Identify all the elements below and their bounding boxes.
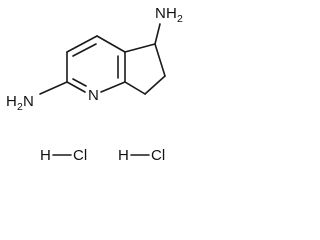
- hcl-salt-1: H Cl: [40, 147, 87, 164]
- double-bond-c4-c3: [72, 43, 97, 57]
- cyclopentane-ring: [124, 43, 166, 95]
- salt-1-cl-label: Cl: [73, 147, 87, 164]
- bond-c4a-c4: [96, 35, 126, 53]
- bond-c7-c7a: [124, 81, 146, 95]
- bond-c5-nh2: [154, 23, 161, 45]
- double-bond-c2-n1: [72, 78, 87, 87]
- amine-left-h-label: H: [6, 93, 17, 110]
- amine-group-top: N H 2: [155, 5, 183, 25]
- hcl-salt-2: H Cl: [118, 147, 165, 164]
- salt-2-cl-label: Cl: [151, 147, 165, 164]
- amine-top-n-label: N: [155, 5, 166, 22]
- salt-1-h-label: H: [40, 147, 51, 164]
- amine-group-left: H 2 N: [6, 93, 34, 113]
- chemical-structure: N H 2 H 2 N N H Cl H Cl: [6, 5, 183, 164]
- bond-n1-c7a: [100, 81, 126, 93]
- bond-c2-n1: [66, 81, 86, 93]
- bond-c2-nh2: [39, 81, 68, 95]
- salt-2-h-label: H: [118, 147, 129, 164]
- amine-left-n-label: N: [23, 93, 34, 110]
- bond-c4a-c5: [124, 43, 156, 53]
- ring-nitrogen-label: N: [88, 87, 99, 104]
- amine-top-h-subscript: 2: [177, 13, 183, 25]
- amine-left-h-subscript: 2: [17, 101, 23, 113]
- pyridine-ring: [66, 35, 126, 93]
- bond-c4-c3: [66, 35, 98, 53]
- amine-top-h-label: H: [166, 5, 177, 22]
- bond-c5-c6: [154, 43, 166, 77]
- bond-c6-c7: [144, 75, 166, 95]
